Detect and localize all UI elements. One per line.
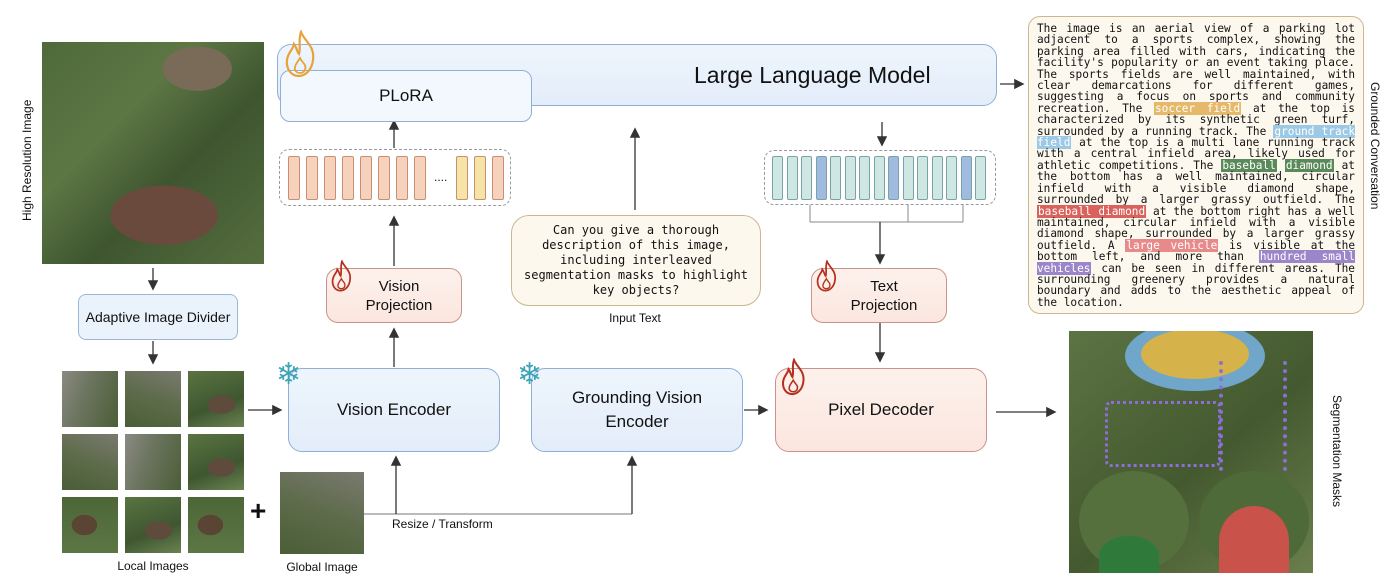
vision-encoder-label: Vision Encoder: [336, 400, 452, 419]
adaptive-divider-box: Adaptive Image Divider: [78, 294, 238, 340]
highlighted-phrase: baseball diamond: [1037, 204, 1147, 218]
vision-projection-box: Vision Projection: [326, 268, 462, 323]
text-token: [859, 156, 870, 200]
highlighted-phrase: baseball: [1221, 158, 1277, 172]
conversation-text: at the bottom has a well maintained, cir…: [1037, 158, 1355, 207]
plora-label: PLoRA: [379, 86, 433, 105]
plora-box: PLoRA: [280, 70, 532, 122]
vision-token: [474, 156, 486, 200]
local-image-tile: [188, 497, 244, 553]
vision-token: [456, 156, 468, 200]
grounded-conversation-box: The image is an aerial view of a parking…: [1028, 16, 1364, 314]
text-token: [801, 156, 812, 200]
segmentation-mask-image: [1069, 331, 1313, 573]
text-token: [960, 156, 972, 200]
text-projection-label: Text Projection: [850, 277, 918, 314]
segmentation-masks-label: Segmentation Masks: [1330, 395, 1344, 508]
text-token: [844, 156, 856, 200]
text-token: [815, 156, 827, 200]
vision-token: [414, 156, 426, 200]
fire-icon: [782, 358, 805, 396]
grounded-conversation-label: Grounded Conversation: [1368, 82, 1382, 210]
pixel-decoder-box: Pixel Decoder: [775, 368, 987, 452]
pixel-decoder-label: Pixel Decoder: [828, 400, 934, 419]
vision-token: [360, 156, 372, 200]
global-image: [280, 472, 364, 554]
text-tokens: [772, 156, 990, 200]
conversation-text: can be seen in different areas. The surr…: [1037, 261, 1355, 309]
conversation-text: at the top is a multi lane running track…: [1037, 136, 1355, 172]
local-image-tile: [125, 497, 181, 553]
text-token: [786, 156, 798, 200]
token-ellipsis: ....: [434, 170, 448, 184]
local-image-tile: [125, 434, 181, 490]
grounded-conversation-text: The image is an aerial view of a parking…: [1037, 23, 1355, 308]
fire-icon: [285, 30, 315, 78]
vision-encoder-box: Vision Encoder: [288, 368, 500, 452]
input-text-caption: Input Text: [609, 311, 661, 325]
text-projection-box: Text Projection: [811, 268, 947, 323]
snowflake-icon: ❄: [517, 358, 543, 391]
local-images-label: Local Images: [117, 559, 189, 573]
local-image-tile: [188, 371, 244, 427]
conversation-text: The image is an aerial view of a parking…: [1037, 22, 1355, 115]
input-text-prompt: Can you give a thorough description of t…: [524, 223, 748, 297]
resize-transform-label: Resize / Transform: [392, 517, 493, 531]
vision-token: [288, 156, 300, 200]
vision-projection-label: Vision Projection: [365, 277, 433, 314]
conversation-text: at the bottom right has a well maintaine…: [1037, 204, 1355, 252]
text-token: [873, 156, 885, 200]
vision-token: [324, 156, 336, 200]
text-token: [888, 156, 899, 200]
fire-icon: [331, 260, 352, 292]
vision-token: [396, 156, 408, 200]
high-res-image: [42, 42, 264, 264]
text-token: [772, 156, 783, 200]
local-image-tile: [125, 371, 181, 427]
text-token: [902, 156, 914, 200]
text-token: [975, 156, 986, 200]
conversation-text: is visible at the bottom left, and more …: [1037, 238, 1355, 264]
local-images-grid: [62, 371, 244, 555]
vision-token: [378, 156, 390, 200]
local-image-tile: [62, 434, 118, 490]
conversation-text: at the top is characterized by its synth…: [1037, 101, 1355, 138]
plus-sign: +: [250, 495, 267, 526]
vision-token: [492, 156, 504, 200]
highlighted-phrase: soccer field: [1154, 101, 1242, 115]
vision-token: [342, 156, 354, 200]
highlighted-phrase: large vehicle: [1125, 238, 1219, 252]
llm-label: Large Language Model: [694, 62, 931, 88]
input-text-box: Can you give a thorough description of t…: [511, 215, 761, 306]
vision-tokens: ....: [288, 156, 504, 200]
vision-token: [306, 156, 318, 200]
highlighted-phrase: diamond: [1284, 158, 1334, 172]
grounding-vision-encoder-box: Grounding Vision Encoder: [531, 368, 743, 452]
text-token: [946, 156, 957, 200]
text-token: [917, 156, 928, 200]
fire-icon: [816, 260, 837, 292]
local-image-tile: [62, 497, 118, 553]
adaptive-divider-label: Adaptive Image Divider: [85, 309, 231, 325]
local-image-tile: [62, 371, 118, 427]
snowflake-icon: ❄: [276, 358, 302, 391]
text-token: [931, 156, 943, 200]
text-tokens-container: [764, 150, 996, 205]
text-token: [830, 156, 841, 200]
vision-tokens-container: [279, 149, 511, 206]
global-image-label: Global Image: [286, 560, 358, 574]
local-image-tile: [188, 434, 244, 490]
grounding-vision-encoder-label: Grounding Vision Encoder: [571, 388, 703, 431]
